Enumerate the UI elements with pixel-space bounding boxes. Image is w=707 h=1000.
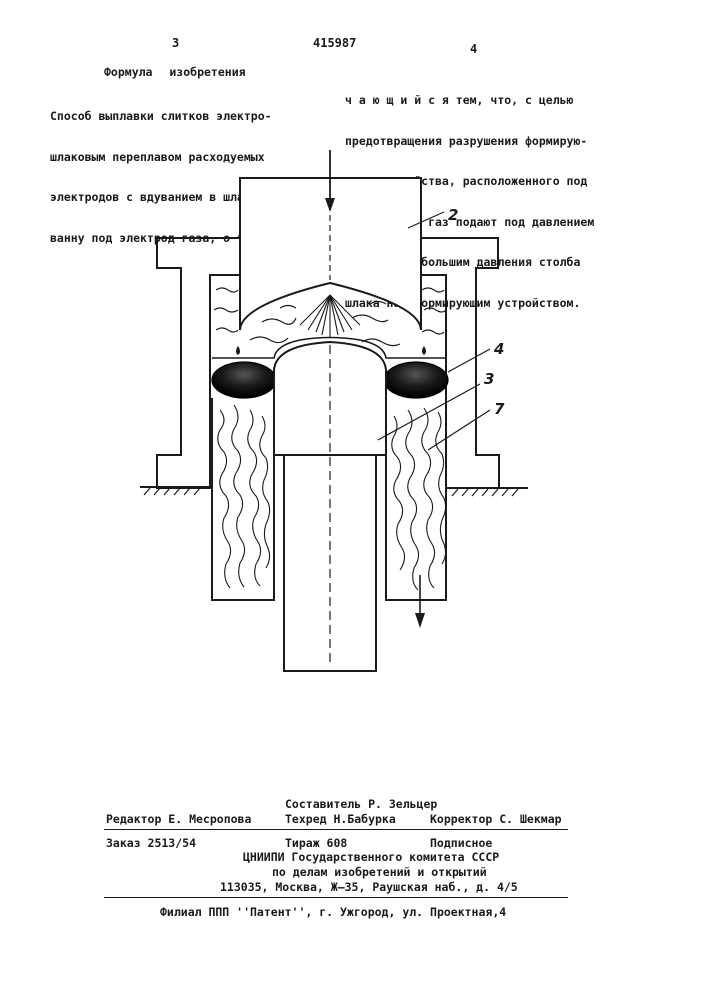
gas-jet <box>300 295 360 338</box>
imprint-address: 113035, Москва, Ж–35, Раушская наб., д. … <box>220 878 518 897</box>
label-electrode: 2 <box>448 206 458 224</box>
imprint-branch: Филиал ППП ''Патент'', г. Ужгород, ул. П… <box>160 903 506 922</box>
imprint-rule-1 <box>104 829 568 830</box>
imprint-editor: Редактор Е. Месропова <box>106 810 251 829</box>
label-gas-bubble: 4 <box>493 340 504 358</box>
gas-bubble-right <box>384 362 448 398</box>
imprint-rule-2 <box>104 897 568 898</box>
label-slag: 3 <box>484 370 494 388</box>
withdrawal-arrow <box>415 575 425 628</box>
ground-right <box>445 488 528 496</box>
imprint-techred: Техред Н.Бабурка <box>285 810 396 829</box>
label-ingot: 7 <box>494 400 505 418</box>
imprint-corrector: Корректор С. Шекмар <box>430 810 562 829</box>
imprint-order: Заказ 2513/54 <box>106 834 196 853</box>
gas-bubble-left <box>212 362 276 398</box>
